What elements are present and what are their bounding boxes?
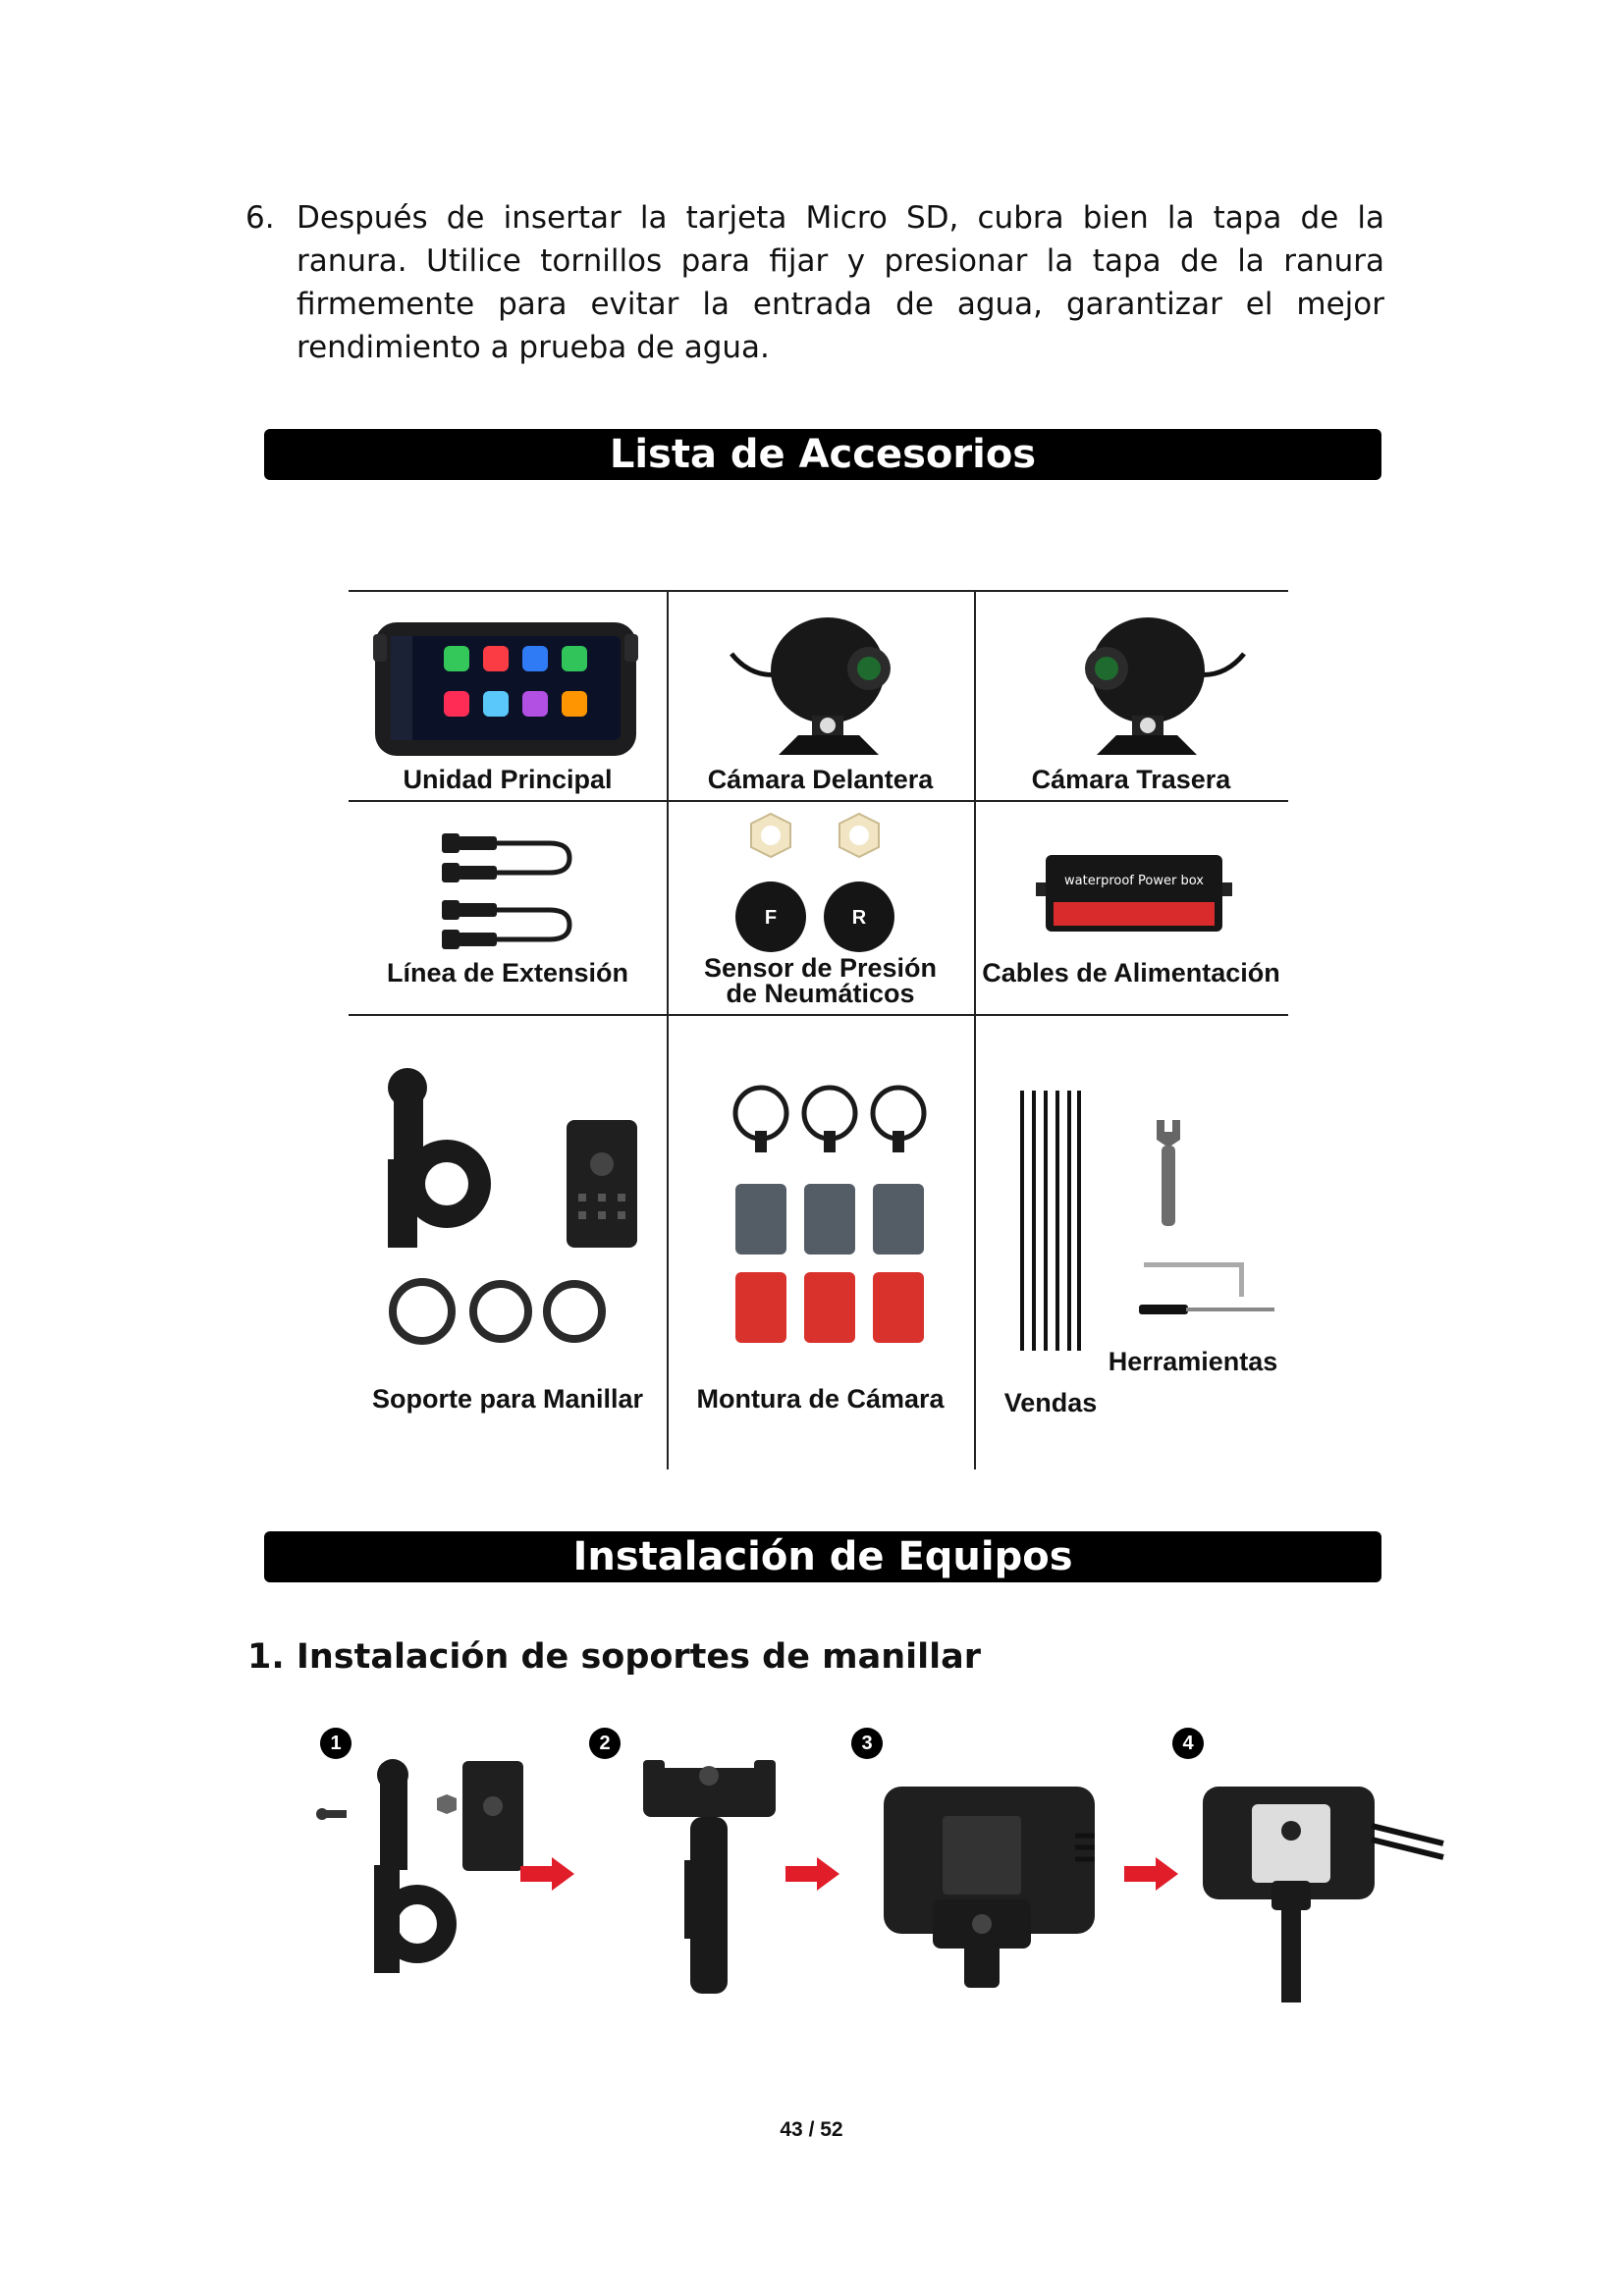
- label-rear-camera: Cámara Trasera: [1031, 765, 1231, 794]
- label-main-unit: Unidad Principal: [403, 765, 613, 794]
- sensor-front-letter: F: [765, 907, 777, 929]
- step-1-image: [316, 1759, 523, 1973]
- tools-image: [1139, 1120, 1274, 1314]
- step-3-image: [884, 1787, 1095, 1988]
- power-box-image: waterproof Power box: [1036, 855, 1232, 932]
- table-rule-2: [349, 1014, 1288, 1016]
- camera-mount-image: [732, 1085, 927, 1343]
- label-camera-mount: Montura de Cámara: [696, 1384, 945, 1414]
- label-tpms-line1: Sensor de Presión: [703, 953, 938, 983]
- installation-title-bar: Instalación de Equipos: [264, 1531, 1381, 1582]
- step-badge-2: 2: [589, 1728, 621, 1759]
- label-power-cables: Cables de Alimentación: [982, 958, 1280, 988]
- step-badge-4: 4: [1172, 1728, 1204, 1759]
- label-handlebar-mount: Soporte para Manillar: [371, 1384, 644, 1414]
- table-rule-1: [349, 800, 1288, 802]
- cable-ties-image: [1020, 1091, 1081, 1351]
- step-badge-1: 1: [320, 1728, 352, 1759]
- arrow-1: [520, 1857, 574, 1891]
- step-2-image: [643, 1760, 776, 1994]
- step-text: Después de insertar la tarjeta Micro SD,…: [297, 200, 1384, 365]
- accessories-table: Unidad Principal Cámara Delantera Cámara…: [349, 590, 1288, 1469]
- table-col-rule-1: [667, 590, 669, 1469]
- handlebar-mount-image: [388, 1068, 637, 1345]
- arrow-3: [1124, 1857, 1178, 1891]
- page-number: 43 / 52: [780, 2118, 843, 2141]
- accessories-title-bar: Lista de Accesorios: [264, 429, 1381, 480]
- rear-camera-image: [1085, 617, 1246, 755]
- main-unit-image: [373, 622, 638, 756]
- label-tools: Herramientas: [1108, 1347, 1278, 1376]
- installation-steps: 1 2 3 4: [0, 1728, 1623, 2012]
- step-badge-3: 3: [851, 1728, 883, 1759]
- installation-subheading: 1. Instalación de soportes de manillar: [247, 1637, 982, 1677]
- extension-line-image: [442, 833, 572, 949]
- label-extension-line: Línea de Extensión: [386, 958, 629, 988]
- label-tpms-line2: de Neumáticos: [726, 979, 915, 1008]
- power-box-label: waterproof Power box: [1064, 874, 1204, 888]
- step-6-paragraph: 6. Después de insertar la tarjeta Micro …: [245, 196, 1384, 369]
- step-number: 6.: [245, 200, 275, 236]
- label-straps: Vendas: [1003, 1388, 1098, 1417]
- table-col-rule-2: [974, 590, 976, 1469]
- arrow-2: [785, 1857, 839, 1891]
- step-4-image: [1203, 1787, 1444, 2002]
- front-camera-image: [730, 617, 891, 755]
- tire-pressure-sensor-image: F R: [735, 812, 894, 952]
- label-front-camera: Cámara Delantera: [707, 765, 934, 794]
- table-rule-top: [349, 590, 1288, 592]
- sensor-rear-letter: R: [852, 907, 867, 929]
